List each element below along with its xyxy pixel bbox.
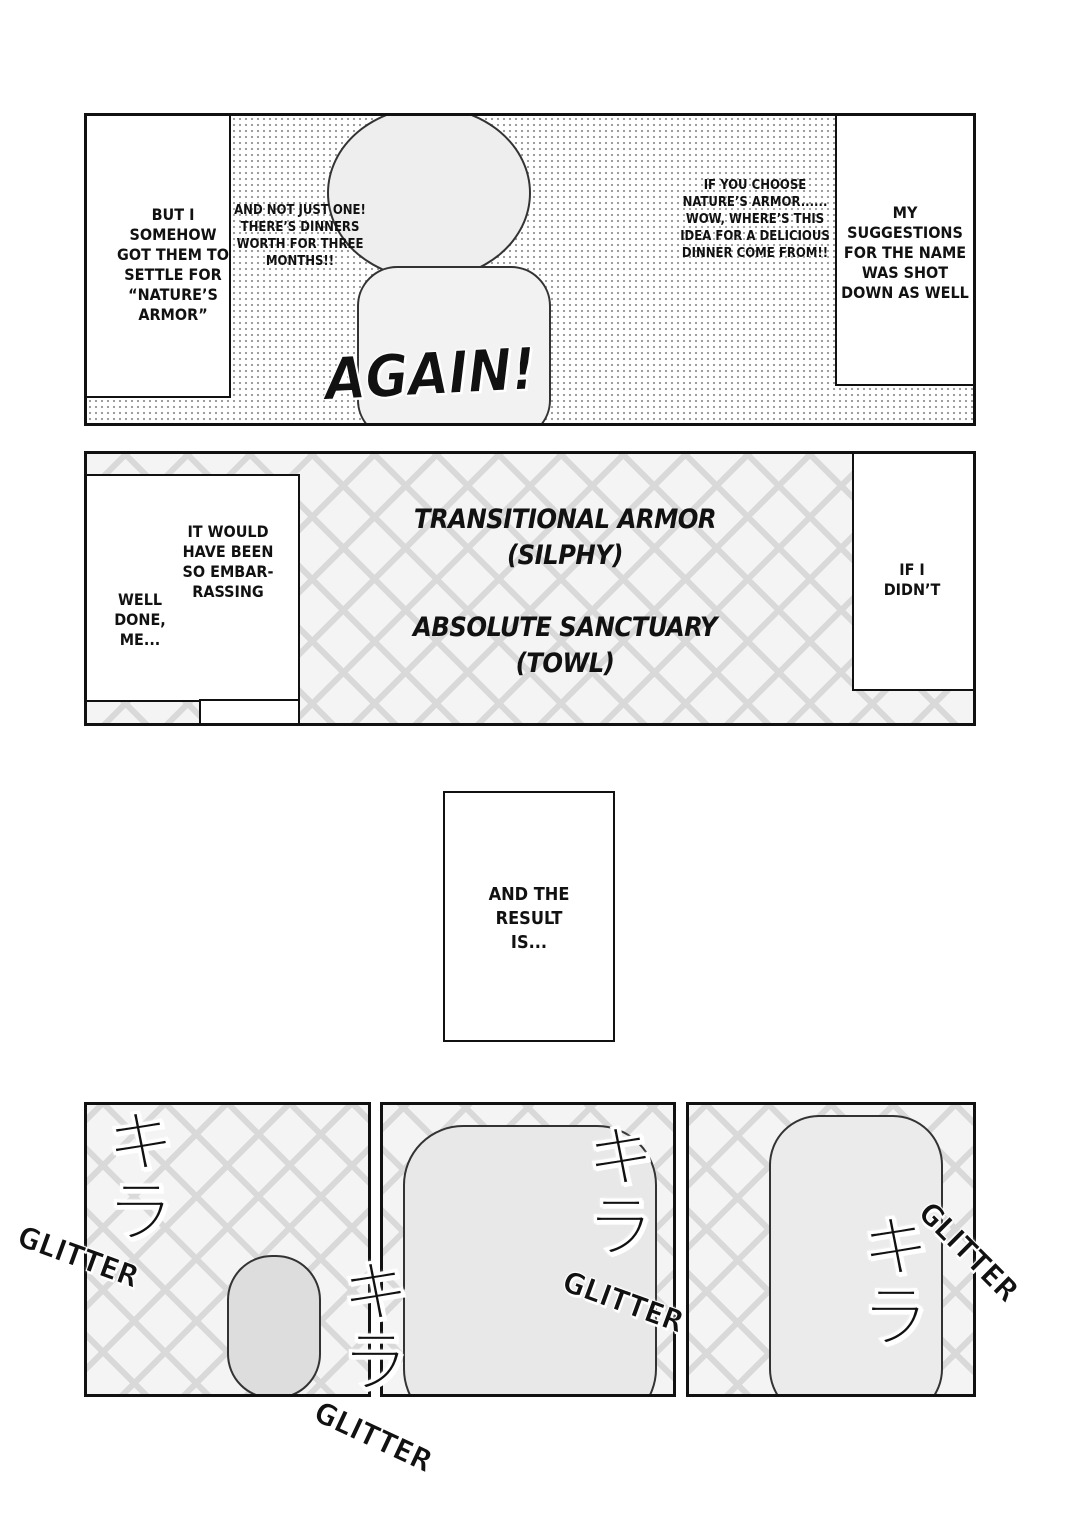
character-head [327,116,531,280]
right-narration-box [835,116,973,386]
narration-embarrassing: IT WOULD HAVE BEEN SO EMBAR- RASSING [182,522,274,601]
right-narration-box [852,454,973,691]
sfx-glitter-2: GLITTER [308,1394,438,1481]
panel-5 [686,1102,976,1397]
armor-detail [769,1115,943,1394]
panel-2 [84,451,976,726]
sfx-kira-1: キラ [94,1105,177,1246]
narration-if-i-didnt: IF I DIDN’T [883,560,941,599]
left-narration-box [87,474,300,702]
left-lower-box [199,699,300,723]
speech-not-just-one: AND NOT JUST ONE! THERE’S DINNERS WORTH … [234,203,366,269]
speech-natures-armor: IF YOU CHOOSE NATURE’S ARMOR...... WOW, … [680,178,830,261]
narration-settle: BUT I SOMEHOW GOT THEM TO SETTLE FOR “NA… [117,205,229,324]
sfx-kira-4: キラ [849,1210,932,1351]
character-body [357,266,551,423]
sfx-kira-3: キラ [574,1120,657,1261]
narration-result: AND THE RESULT IS... [488,884,570,953]
sfx-again: AGAIN! [323,334,538,414]
sfx-kira-2: キラ [329,1255,412,1396]
panel-4 [380,1102,676,1397]
panel-3 [84,1102,371,1397]
narration-well-done: WELL DONE, ME... [114,590,166,649]
left-narration-box [87,116,231,398]
narration-box [443,791,615,1042]
armor-names: TRANSITIONAL ARMOR (SILPHY) ABSOLUTE SAN… [413,504,717,679]
panel-1 [84,113,976,426]
armor-detail [403,1125,657,1394]
armor-detail [227,1255,321,1394]
narration-suggestions: MY SUGGESTIONS FOR THE NAME WAS SHOT DOW… [841,203,969,302]
